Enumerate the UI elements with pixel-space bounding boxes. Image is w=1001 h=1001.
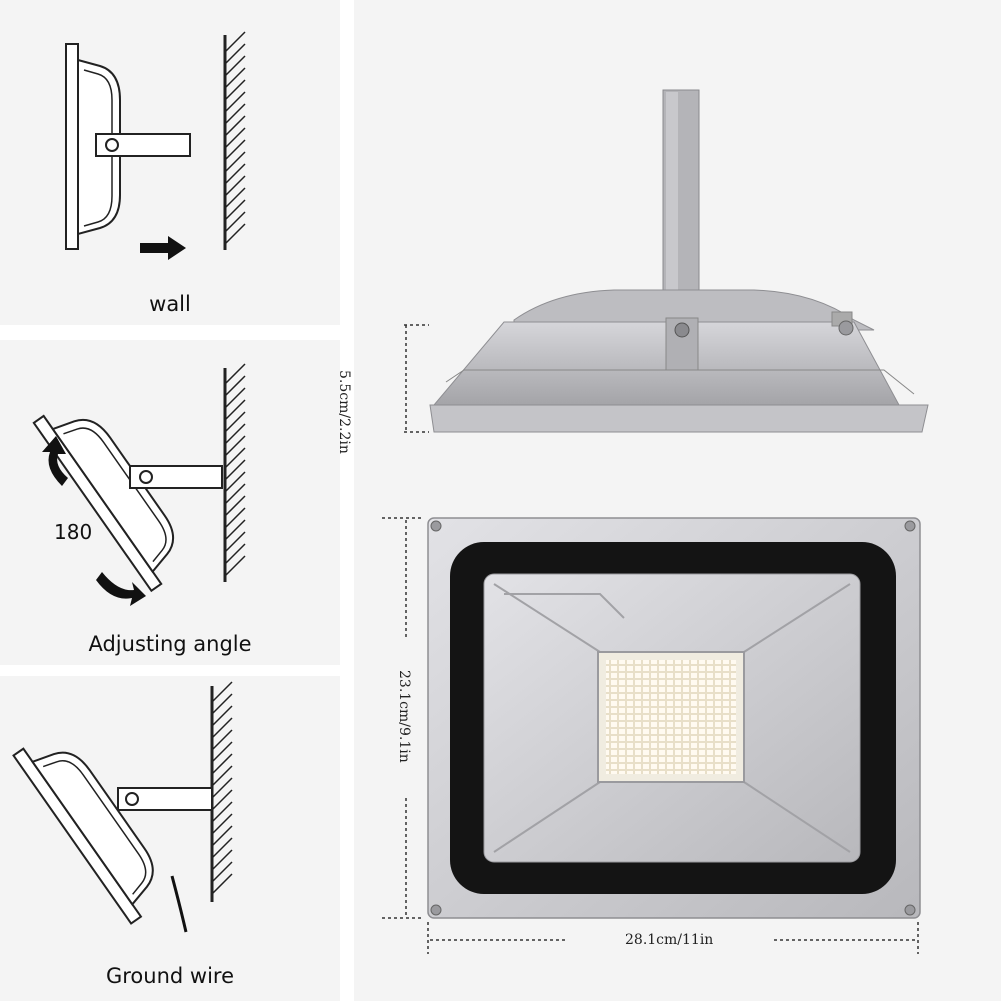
panel-label-adjusting-angle: Adjusting angle: [88, 632, 252, 656]
panel-ground-wire: Ground wire: [0, 676, 340, 1001]
rotate-up-arrow-icon: [42, 436, 68, 486]
panel-product-views: 5.5cm/2.2in 23.1cm/9.1in 28.1cm/11in: [336, 0, 1001, 1001]
depth-dimension-label: 5.5cm/2.2in: [336, 370, 352, 454]
front-view: [427, 517, 921, 919]
height-dimension-label: 23.1cm/9.1in: [396, 670, 412, 763]
width-dimension-line: [427, 922, 919, 954]
angle-value-text: 180: [54, 520, 93, 544]
adjusting-angle-diagram: [32, 363, 246, 606]
panel-label-wall: wall: [149, 292, 191, 316]
width-dimension-label: 28.1cm/11in: [625, 932, 714, 948]
floodlight-product-views: [382, 89, 929, 954]
height-dimension-line: [382, 517, 424, 919]
depth-dimension-line: [404, 324, 429, 433]
panel-adjusting-angle: 180 Adjusting angle: [0, 340, 340, 665]
panel-wall: wall: [0, 0, 340, 325]
ground-wire-diagram: [12, 681, 233, 933]
side-view: [429, 89, 929, 433]
rotate-down-arrow-icon: [96, 572, 146, 606]
panel-label-ground-wire: Ground wire: [105, 964, 235, 988]
wall-mount-diagram: [65, 31, 246, 260]
ground-wire-icon: [170, 875, 188, 933]
